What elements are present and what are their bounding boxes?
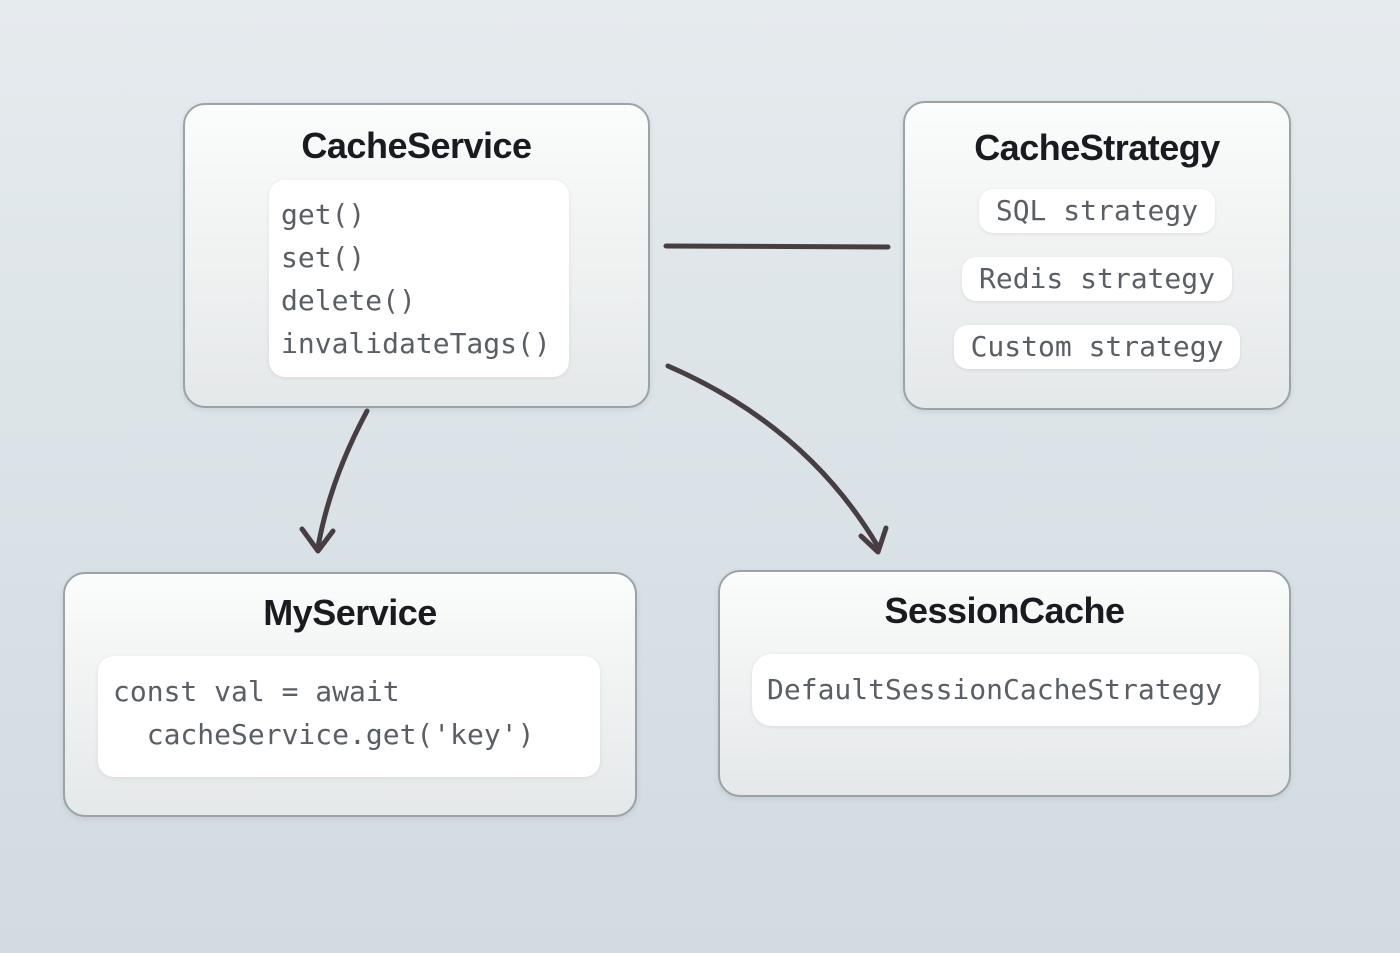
cache-strategy-title: CacheStrategy bbox=[974, 127, 1220, 168]
node-my-service: MyService const val = await cacheService… bbox=[63, 572, 637, 817]
code-line-1: const val = await bbox=[113, 675, 400, 708]
my-service-title: MyService bbox=[263, 592, 437, 633]
method-invalidate-tags: invalidateTags() bbox=[281, 327, 551, 360]
arrowhead-sessioncache-icon bbox=[858, 525, 889, 555]
session-cache-strategy-pill: DefaultSessionCacheStrategy bbox=[752, 654, 1259, 726]
node-session-cache: SessionCache DefaultSessionCacheStrategy bbox=[718, 570, 1291, 797]
node-cache-service: CacheService get() set() delete() invali… bbox=[183, 103, 650, 408]
strategy-custom: Custom strategy bbox=[953, 325, 1241, 369]
method-set: set() bbox=[281, 241, 366, 274]
connector-cacheservice-to-cachestrategy bbox=[663, 243, 891, 250]
method-get: get() bbox=[281, 198, 366, 231]
session-cache-title: SessionCache bbox=[884, 590, 1125, 631]
strategy-sql: SQL strategy bbox=[978, 189, 1216, 233]
code-line-2: cacheService.get('key') bbox=[113, 718, 535, 751]
method-delete: delete() bbox=[281, 284, 416, 317]
node-cache-strategy: CacheStrategy SQL strategy Redis strateg… bbox=[903, 101, 1291, 410]
strategy-pill-stack: SQL strategy Redis strategy Custom strat… bbox=[905, 189, 1289, 369]
my-service-code-panel: const val = await cacheService.get('key'… bbox=[98, 656, 600, 777]
cache-service-method-panel: get() set() delete() invalidateTags() bbox=[269, 180, 569, 377]
cache-service-title: CacheService bbox=[301, 125, 532, 166]
arrow-shaft-cacheservice-to-sessioncache bbox=[665, 363, 880, 548]
arrowhead-myservice-icon bbox=[299, 526, 336, 554]
arrow-shaft-cacheservice-to-myservice bbox=[315, 408, 370, 550]
strategy-redis: Redis strategy bbox=[961, 257, 1232, 301]
